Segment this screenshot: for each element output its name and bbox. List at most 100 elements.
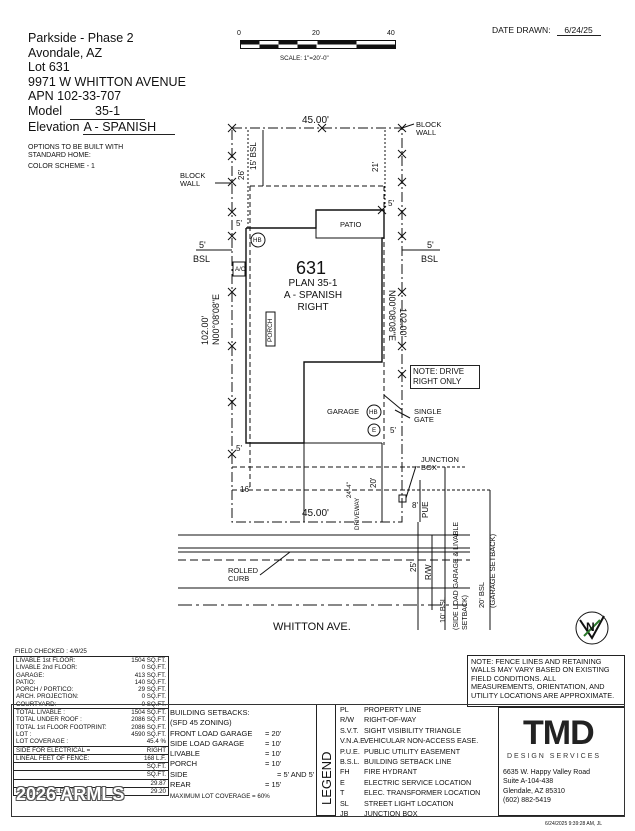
stat-value: 0 SQ.FT. [141,693,166,701]
front-24: 24'-4" [346,482,353,498]
bsl10-block: 10' BSL [438,597,447,627]
legend-text: PUBLIC UTILITY EASEMENT [364,746,461,756]
fire-hydrant-icon: FH [340,767,350,777]
subdivision: Parkside - Phase 2 [28,31,134,45]
setbacks-box: BUILDING SETBACKS: (SFD 45 ZONING) FRONT… [170,708,314,801]
extra-row: SQ.FT. [14,763,168,772]
legend-item: B.S.L.BUILDING SETBACK LINE [340,757,500,767]
company-addr2: Suite A-104-438 [503,778,554,786]
patio-label: PATIO [340,220,362,229]
stat-value: 1504 SQ.FT. [131,657,166,664]
model-value: 35-1 [70,104,146,120]
left-bearing: N00°08'08"E [211,293,221,345]
setback-value: = 15' [265,780,282,790]
legend-text: JUNCTION BOX [364,809,418,819]
bsl-left: BSL [193,254,211,264]
setback-row: PORCH= 10' [170,759,310,769]
total-value: 2086 SQ.FT. [131,716,166,724]
plan-elevation: A - SPANISH [283,290,343,301]
options-text: OPTIONS TO BE BUILT WITH STANDARD HOME: [28,144,124,159]
stat-row: LIVABLE 1st FLOOR:1504 SQ.FT. [16,657,166,664]
stat-value: 140 SQ.FT. [134,678,166,686]
legend-title: LEGEND [319,751,334,805]
setbacks-zoning: (SFD 45 ZONING) [170,718,232,728]
total-row: TOTAL LIVABLE : 1504 SQ.FT. [16,709,166,716]
scale-bar: 0 20 40 SCALE: 1"=20'-0" [232,30,402,66]
setback-label: FRONT LOAD GARAGE [170,728,253,738]
pad-value: 29.20 [150,788,166,796]
total-label: TOTAL LIVABLE : [16,709,65,717]
right-side-dims: 102.00' N00°08'08"E [386,290,408,341]
total-value: 1504 SQ.FT. [131,709,166,717]
stat-value: 0 SQ.FT. [141,700,166,708]
fence-note-box: NOTE: FENCE LINES AND RETAINING WALLS MA… [467,655,625,707]
setback-label: SIDE LOAD GARAGE [170,738,245,748]
total-label: LOT : [16,730,32,738]
hose-bib-rear-label: HB [253,237,262,244]
stat-row: LIVABLE 2nd FLOOR: 0 SQ.FT. [16,664,166,671]
bsl10-note-block: (SIDE LOAD GARAGE & LIVABLE SETBACK) [452,520,470,630]
stats-group: LIVABLE 1st FLOOR:1504 SQ.FT. LIVABLE 2n… [14,657,168,710]
stat-label: GARAGE: [16,671,45,679]
total-label: TOTAL UNDER ROOF : [16,716,82,724]
model-row: Model 35-1 [28,104,228,120]
driveway-label: DRIVEWAY [354,497,361,530]
plan-handing: RIGHT [297,302,329,313]
setback-row: SIDE= 5' AND 5' [170,770,314,780]
setback-row: FRONT LOAD GARAGE= 20' [170,729,310,739]
pad-label: FINISH PAD ELEVATION: [16,788,88,796]
bsl-icon: B.S.L. [340,757,360,767]
porch-label: PORCH [267,318,274,342]
legend-text: VEHICULAR NON-ACCESS EASE. [364,736,479,746]
stat-value: 29 SQ.FT. [138,686,166,694]
stat-row: COURTYARD:0 SQ.FT. [16,701,166,708]
setback-label: REAR [170,780,191,790]
stat-label: PATIO: [16,678,36,686]
setback-row: LIVABLE= 10' [170,749,310,759]
extra-value: SQ.FT. [146,763,166,771]
options-note: OPTIONS TO BE BUILT WITH STANDARD HOME: … [28,144,138,171]
fence-row: LINEAL FEET OF FENCE:168 L.F. [14,754,168,764]
lot-number: 631 [296,258,327,278]
stat-row: ARCH. PROJECTION:0 SQ.FT. [16,693,166,700]
stat-label: LIVABLE 2nd FLOOR: [16,664,78,672]
fence-label: LINEAL FEET OF FENCE: [16,754,90,762]
pad-row: FINISH PAD ELEVATION: 29.20 [14,788,168,795]
junction-box-label: JUNCTION BOX [421,455,459,472]
city: Avondale, AZ [28,45,103,60]
note-drive: NOTE: DRIVE RIGHT ONLY [410,365,480,389]
totals-group: TOTAL LIVABLE : 1504 SQ.FT. TOTAL UNDER R… [14,709,168,747]
vnae-icon: V.N.A.E. [340,736,367,746]
stat-value: 413 SQ.FT. [134,671,166,679]
company-addr3: Glendale, AZ 85310 [503,787,565,795]
setback-row: SIDE LOAD GARAGE= 10' [170,739,310,749]
scale-label: SCALE: 1"=20'-0" [280,55,329,62]
bsl20-label: 20' BSL [477,581,486,608]
setback-label: LIVABLE [170,749,200,759]
rear-bsl: 15' BSL [249,142,258,170]
company-addr1: 6635 W. Happy Valley Road [503,769,591,776]
pue-label: PUE [421,501,430,518]
address: 9971 W WHITTON AVENUE [28,74,186,89]
svt-icon: S.V.T. [340,725,359,735]
legend-text: ELEC. TRANSFORMER LOCATION [364,788,481,798]
right-bearing: N00°08'08"E [387,290,397,342]
stat-value: 0 SQ.FT. [141,664,166,672]
total-row: LOT :4590 SQ.FT. [16,731,166,738]
hose-bib-garage-label: HB [369,409,378,416]
right-of-way-icon: R/W [340,715,354,725]
max-coverage: MAXIMUM LOT COVERAGE = 60% [170,793,270,801]
frontage-bottom: 45.00' [302,508,329,519]
plan-name-block: PLAN 35-1 A - SPANISH RIGHT [268,278,358,314]
plan-name: PLAN 35-1 [288,278,338,289]
stat-label: PORCH / PORTICO: [16,686,74,694]
bsl10-note: (SIDE LOAD GARAGE & LIVABLE SETBACK) [453,521,469,630]
hose-bib-garage [366,404,382,420]
watermark: 2026 ARMLS [16,784,125,804]
front-8: 8' [412,501,418,510]
